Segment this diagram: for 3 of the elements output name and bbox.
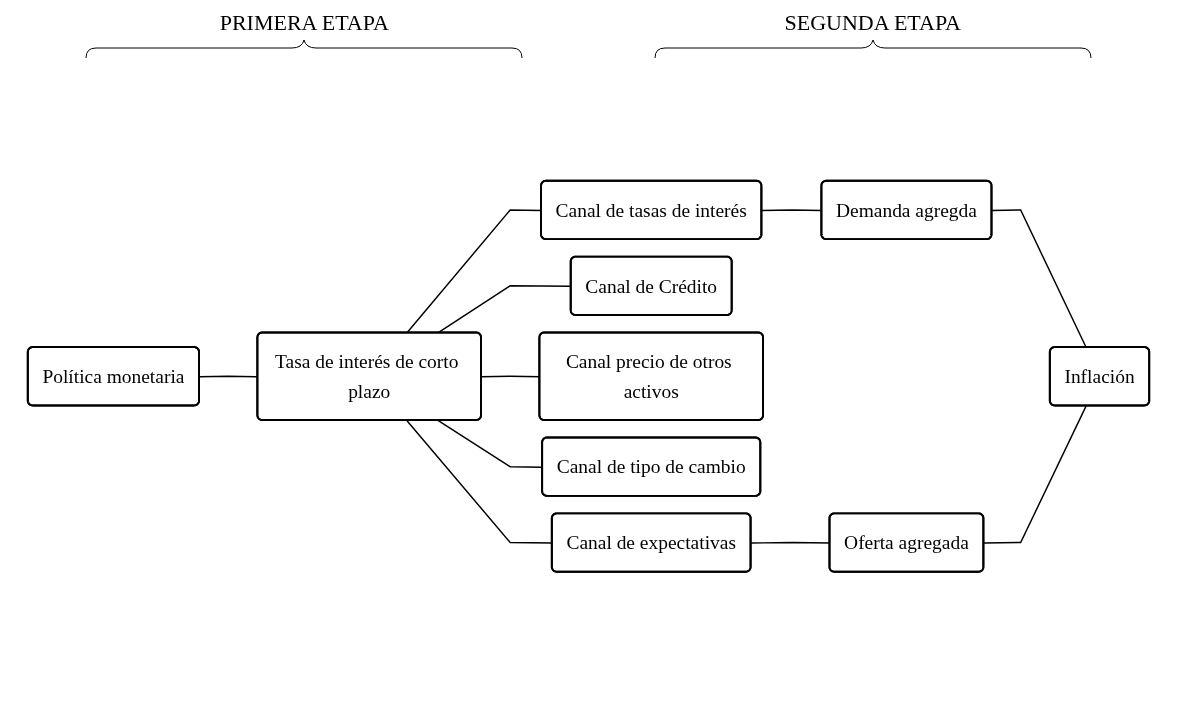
- stage-label: SEGUNDA ETAPA: [784, 10, 961, 36]
- connector: [983, 404, 1087, 544]
- stage-label: PRIMERA ETAPA: [219, 10, 389, 36]
